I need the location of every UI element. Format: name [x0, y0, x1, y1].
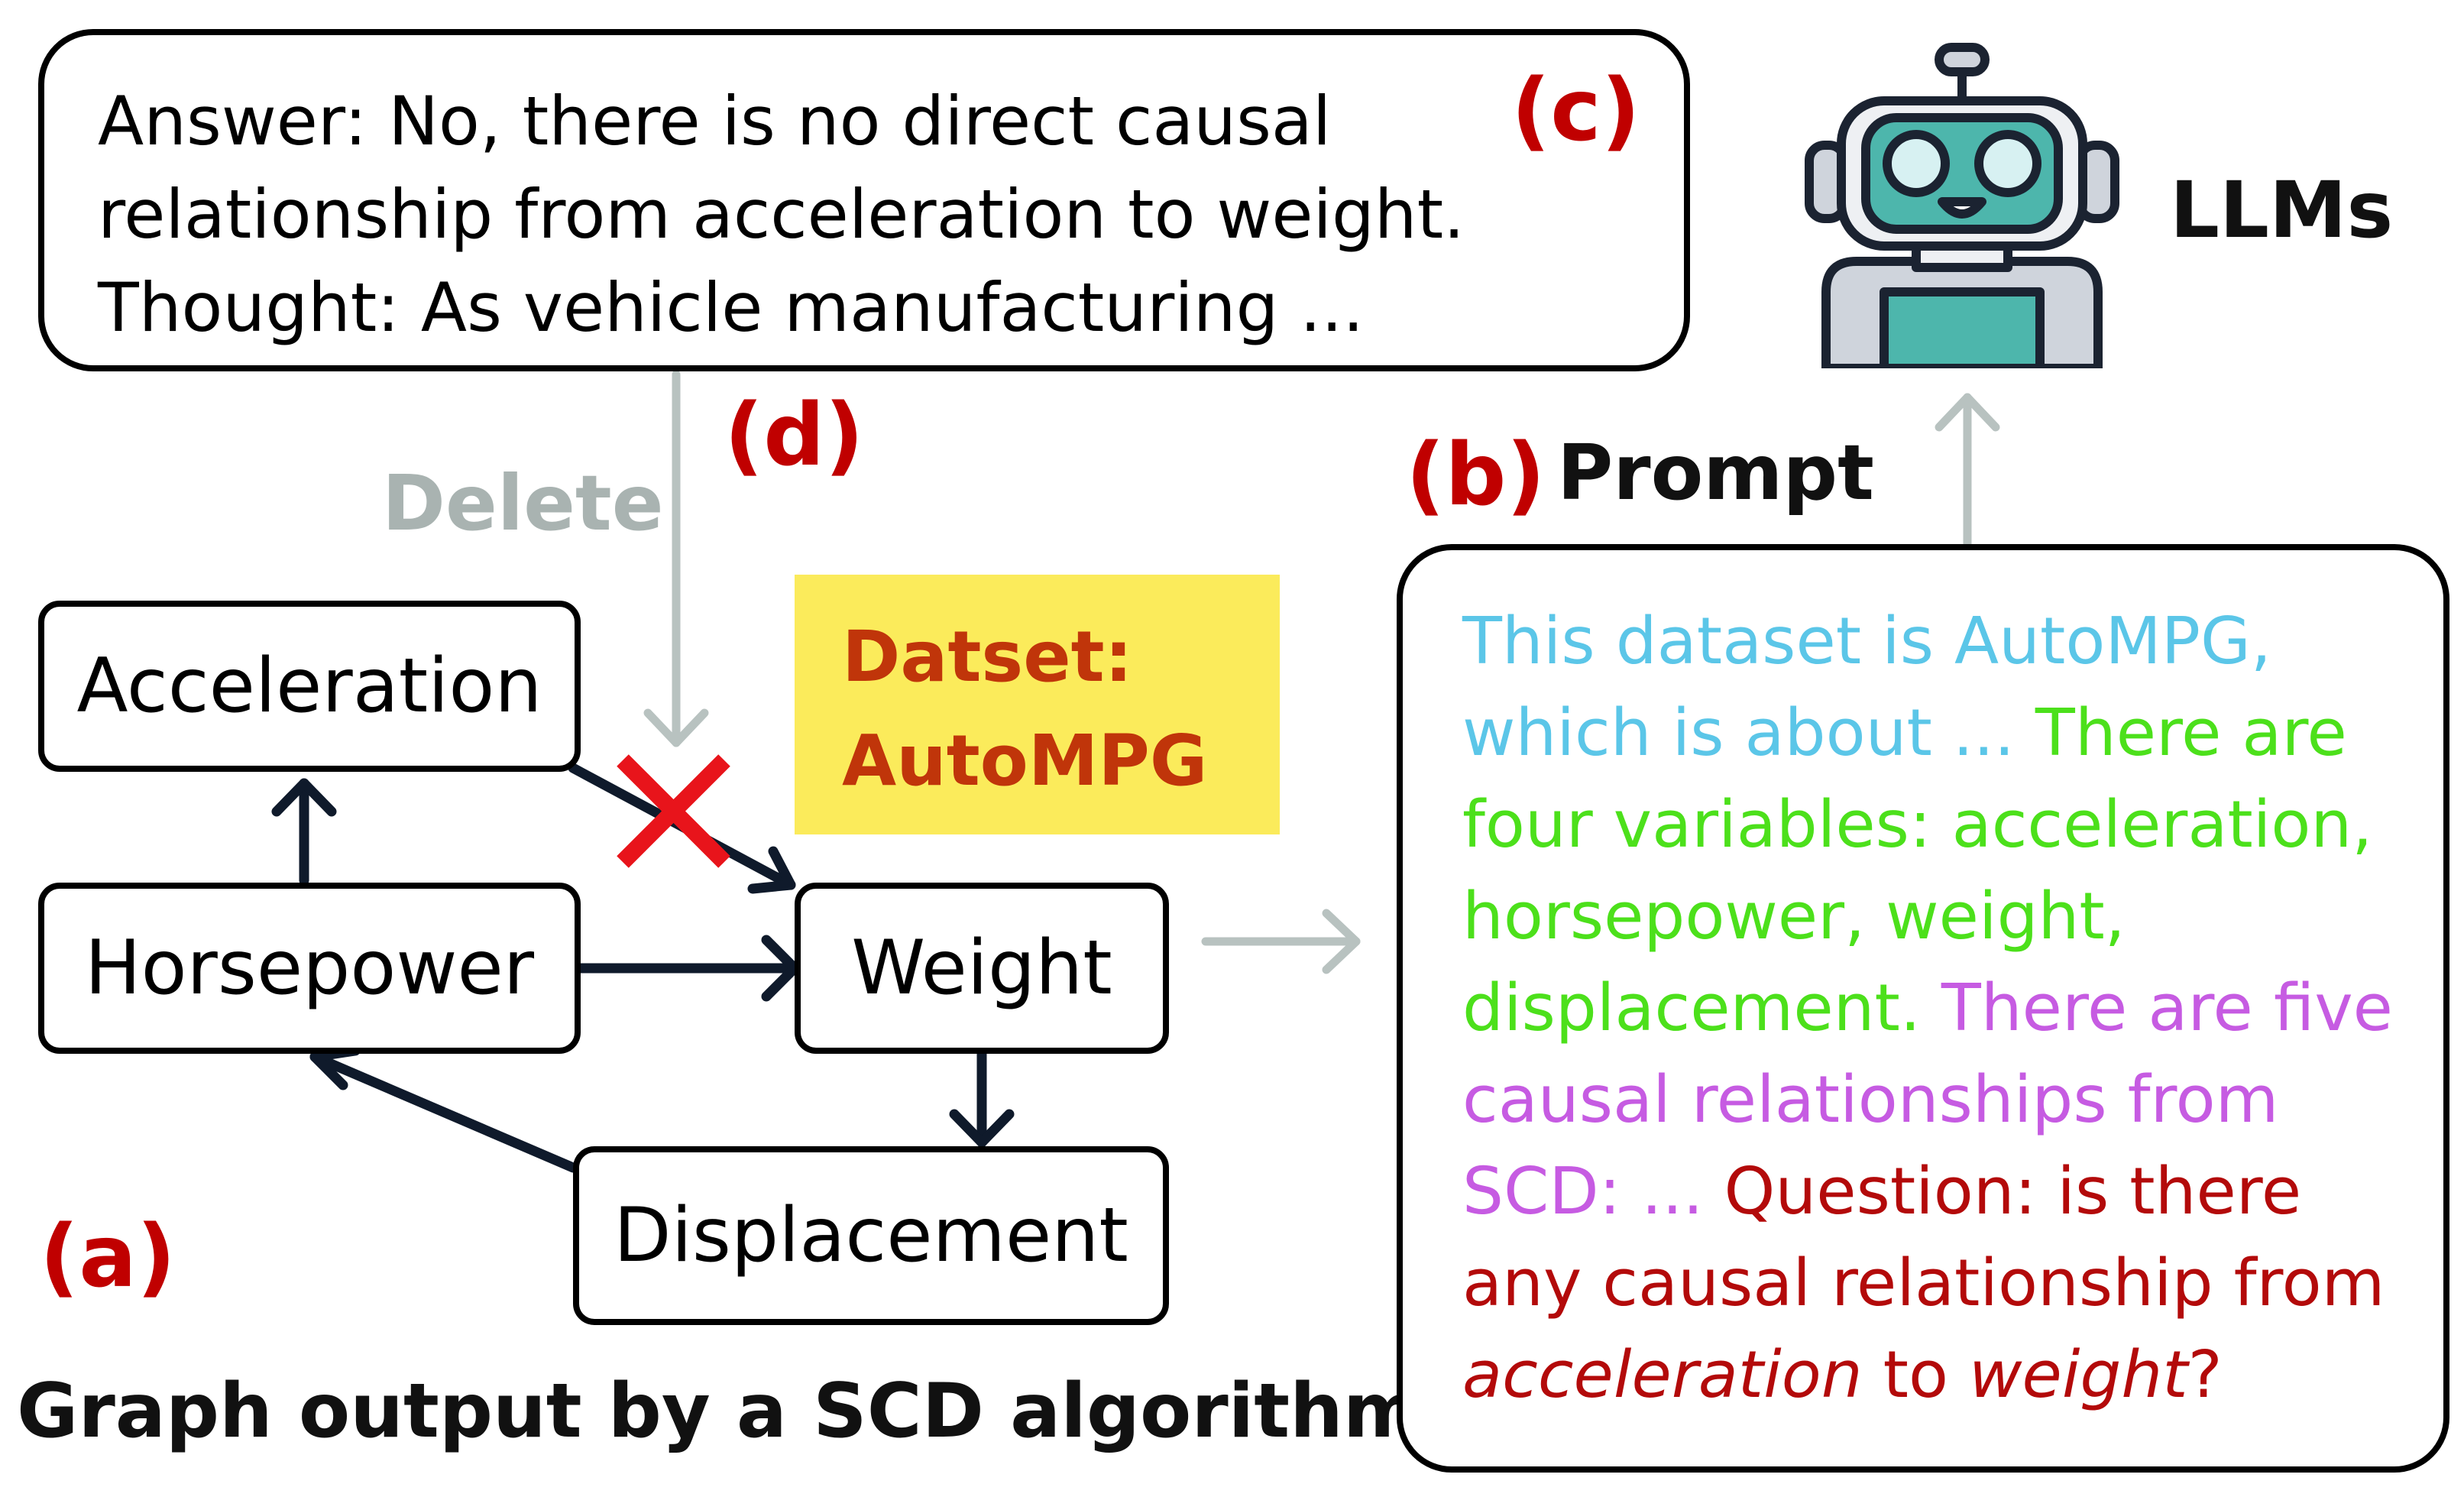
dataset-card: Datset: AutoMPG: [795, 575, 1280, 834]
edge-weight-displacement: [949, 1048, 1015, 1148]
prompt-line-2: which is about ... There are: [1462, 688, 2398, 779]
edge-horsepower-weight: [575, 935, 800, 1002]
prompt-to-llm-arrow: [1935, 393, 2000, 549]
answer-line-2: relationship from acceleration to weight…: [98, 175, 1465, 254]
graph-caption: Graph output by a SCD algorithm: [17, 1368, 1421, 1455]
prompt-text: This dataset is AutoMPG, which is about …: [1462, 596, 2398, 1421]
prompt-to-word: to: [1862, 1337, 1969, 1413]
answer-line-1: Answer: No, there is no direct causal: [98, 82, 1332, 160]
prompt-context-end: which is about ...: [1462, 695, 2035, 771]
prompt-relations-start: There are five: [1941, 970, 2393, 1046]
node-displacement: Displacement: [573, 1146, 1169, 1325]
prompt-box: This dataset is AutoMPG, which is about …: [1397, 544, 2449, 1473]
prompt-line-8: any causal relationship from: [1462, 1246, 2385, 1321]
prompt-variables-start: There are: [2035, 695, 2347, 771]
label-a: (a): [40, 1207, 176, 1307]
edge-horsepower-acceleration: [271, 778, 337, 886]
prompt-line-1: This dataset is AutoMPG,: [1462, 604, 2271, 679]
prompt-line-3: four variables: acceleration,: [1462, 787, 2373, 863]
delete-arrow: [643, 370, 709, 747]
label-b: (b): [1406, 426, 1546, 525]
prompt-line-5: displacement. There are five: [1462, 963, 2398, 1055]
prompt-heading: Prompt: [1557, 428, 1874, 517]
prompt-cause-variable: acceleration: [1462, 1337, 1863, 1413]
label-c: (c): [1511, 61, 1640, 160]
prompt-line-4: horsepower, weight,: [1462, 879, 2126, 954]
node-weight: Weight: [795, 883, 1169, 1054]
prompt-line-7: SCD: ... Question: is there: [1462, 1146, 2398, 1238]
answer-box: Answer: No, there is no direct causal re…: [38, 29, 1690, 371]
answer-line-3: Thought: As vehicle manufacturing ...: [98, 268, 1365, 347]
prompt-line-6: causal relationships from: [1462, 1062, 2279, 1138]
prompt-relations-end: SCD: ...: [1462, 1154, 1724, 1230]
graph-to-prompt-arrow: [1201, 909, 1361, 974]
cross-icon: [617, 754, 730, 868]
dataset-line-1: Datset:: [842, 616, 1133, 698]
dataset-line-2: AutoMPG: [842, 720, 1208, 802]
prompt-question-mark: ?: [2187, 1337, 2223, 1413]
label-d: (d): [724, 386, 864, 485]
node-acceleration: Acceleration: [38, 601, 581, 772]
delete-label: Delete: [382, 458, 664, 548]
robot-icon: [1805, 43, 2119, 368]
prompt-variables-end: displacement.: [1462, 970, 1941, 1046]
edge-displacement-horsepower: [309, 1045, 578, 1173]
node-horsepower: Horsepower: [38, 883, 581, 1054]
prompt-question-start: Question: is there: [1724, 1154, 2302, 1230]
prompt-line-9: acceleration to weight?: [1462, 1330, 2398, 1421]
llms-label: LLMs: [2170, 165, 2394, 256]
prompt-effect-variable: weight: [1969, 1337, 2188, 1413]
